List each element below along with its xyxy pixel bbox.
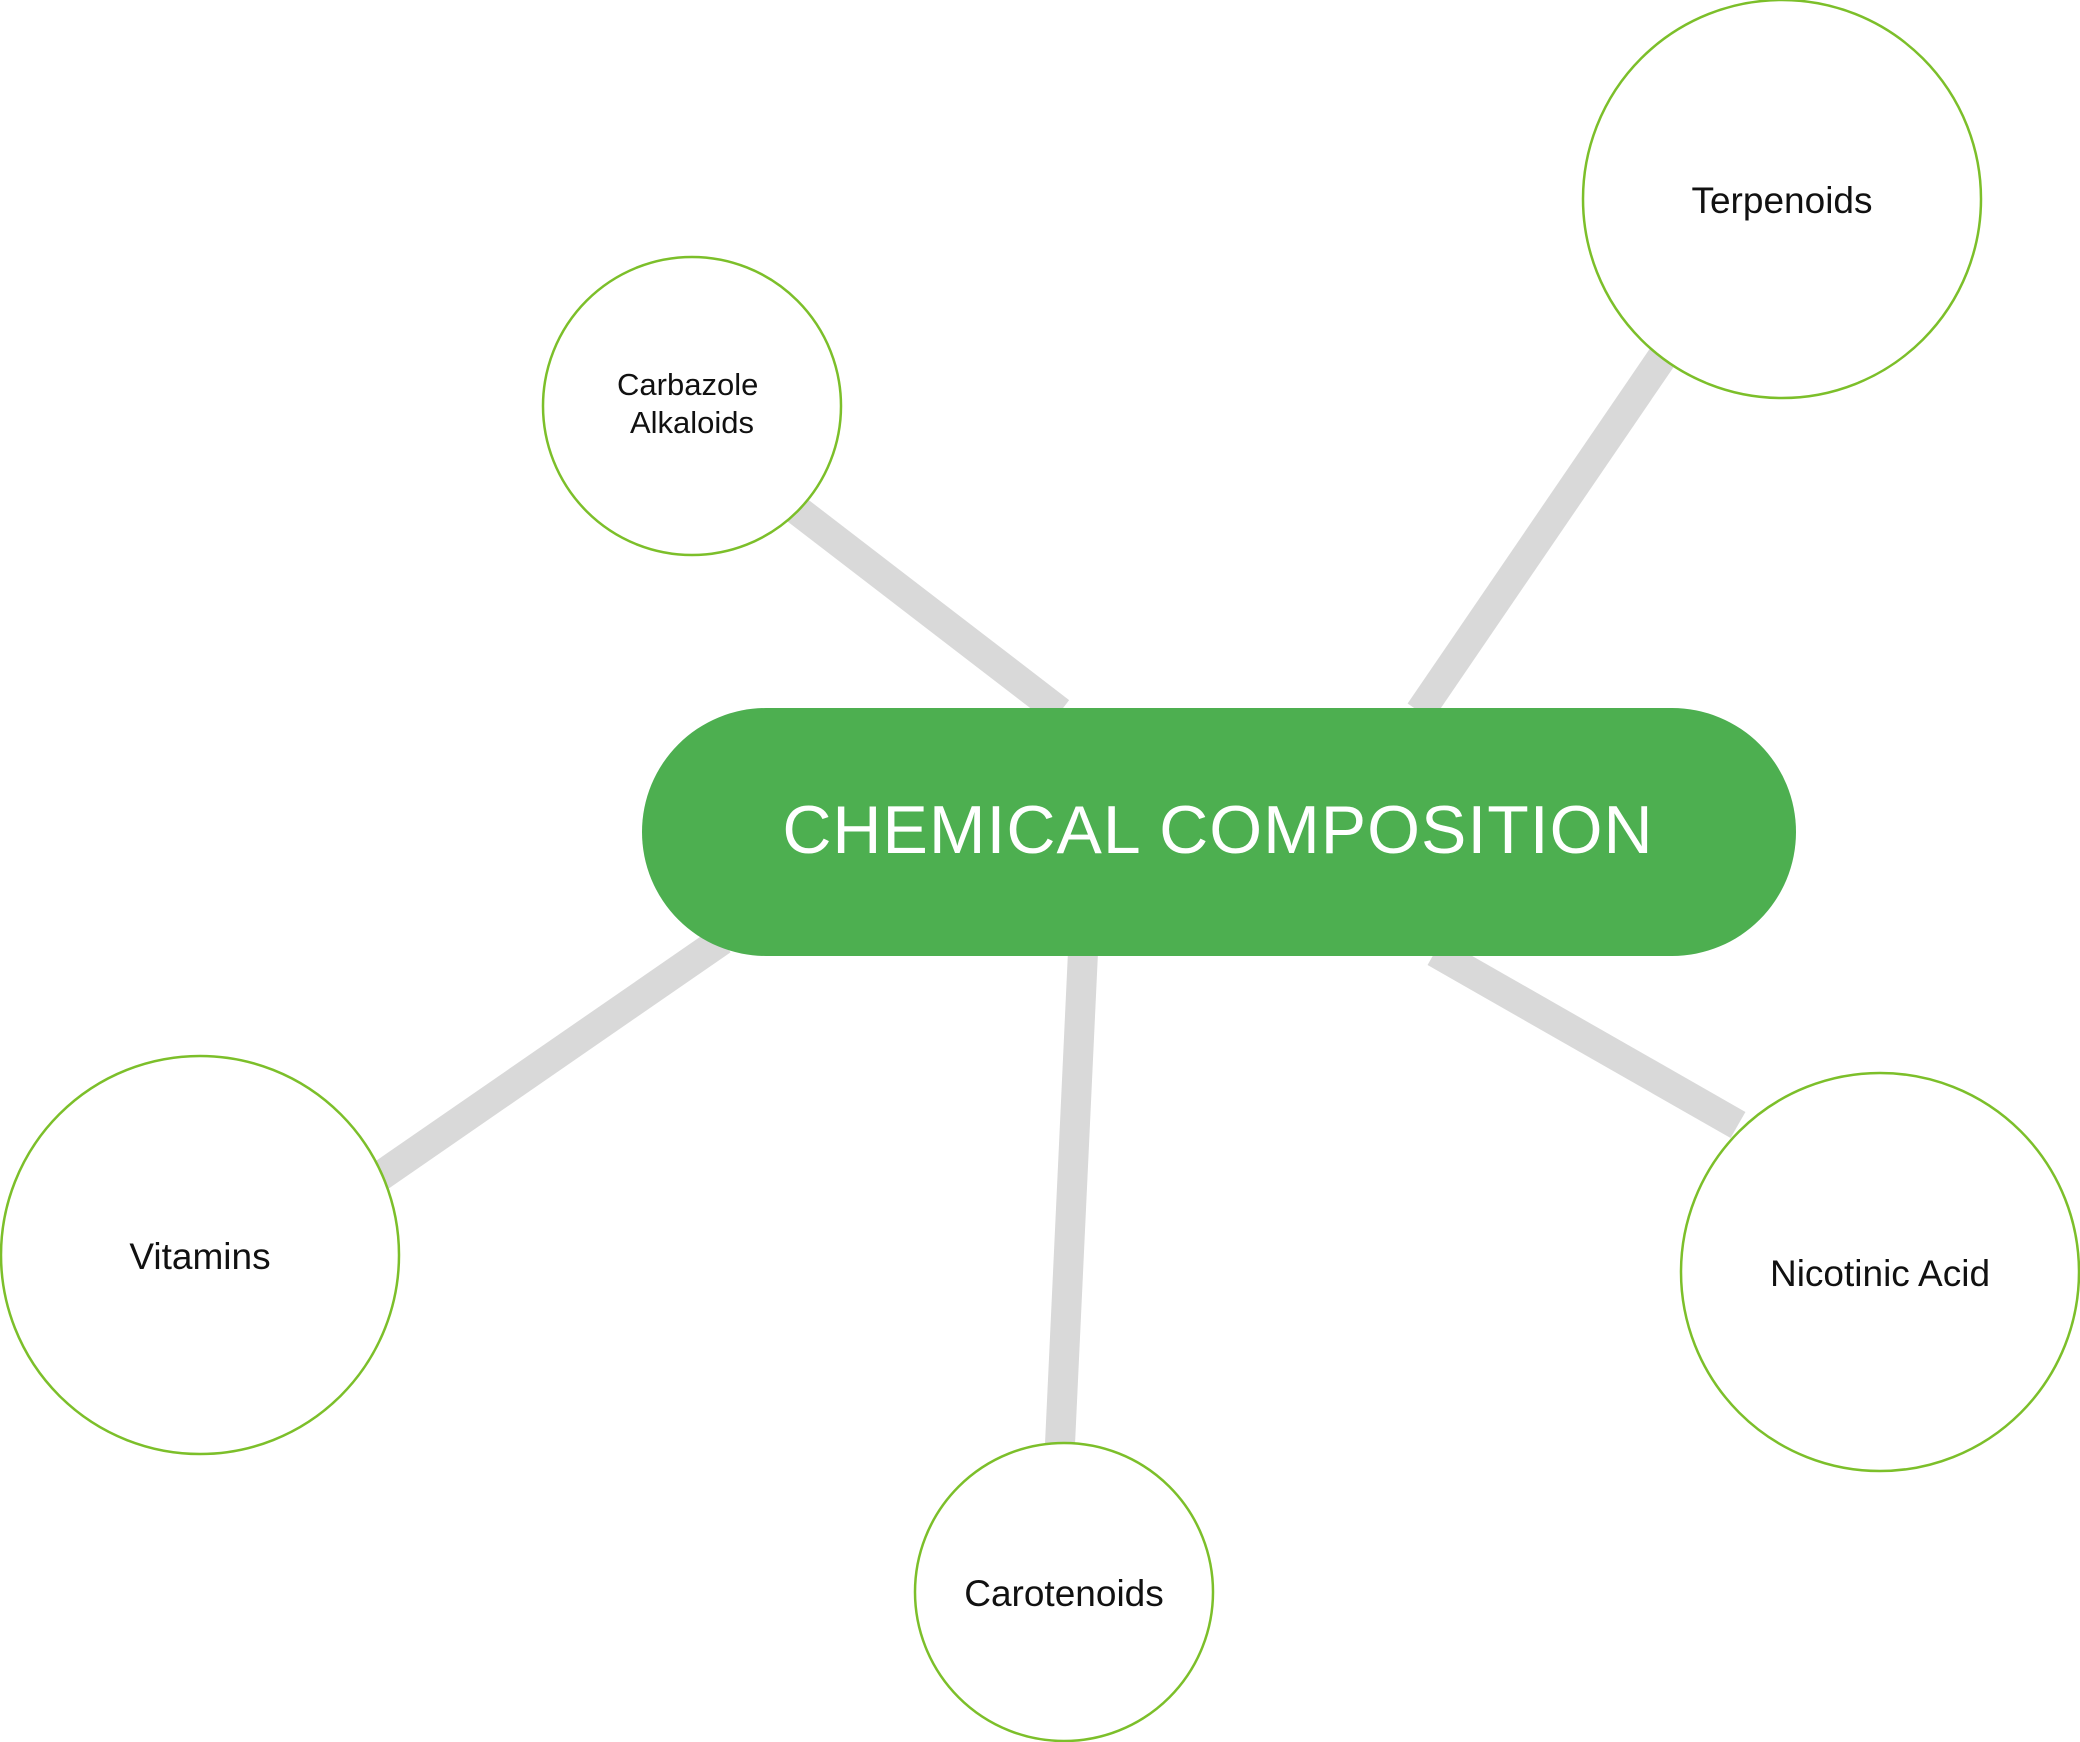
connector-nicotinic-acid <box>1427 938 1746 1139</box>
node-circle <box>1581 0 1983 400</box>
node-nicotinic-acid: Nicotinic Acid <box>1679 1071 2080 1473</box>
node-terpenoids: Terpenoids <box>1581 0 1983 400</box>
node-label: Vitamins <box>129 1236 270 1277</box>
hub-pill <box>642 708 1796 956</box>
node-circle <box>913 1441 1215 1742</box>
node-carotenoids: Carotenoids <box>913 1441 1215 1742</box>
node-circle <box>1679 1071 2080 1473</box>
connector-carbazole-alkaloids <box>778 491 1070 724</box>
connectors <box>370 347 1746 1445</box>
node-label-line: Alkaloids <box>630 405 754 440</box>
node-carbazole-alkaloids: Carbazole Alkaloids <box>541 255 843 557</box>
connector-carotenoids <box>1045 951 1098 1445</box>
node-label: Terpenoids <box>1691 180 1872 221</box>
hub-label: CHEMICAL COMPOSITION <box>782 792 1653 868</box>
hub-node: CHEMICAL COMPOSITION <box>642 708 1796 956</box>
node-circle <box>541 255 843 557</box>
node-label: Carbazole Alkaloids <box>617 367 767 440</box>
node-circle <box>0 1054 401 1456</box>
connector-terpenoids <box>1407 347 1676 721</box>
node-vitamins: Vitamins <box>0 1054 401 1456</box>
node-label: Carotenoids <box>964 1573 1164 1614</box>
connector-vitamins <box>370 927 731 1190</box>
node-label-line: Carbazole <box>617 367 758 402</box>
node-label: Nicotinic Acid <box>1770 1253 1990 1294</box>
